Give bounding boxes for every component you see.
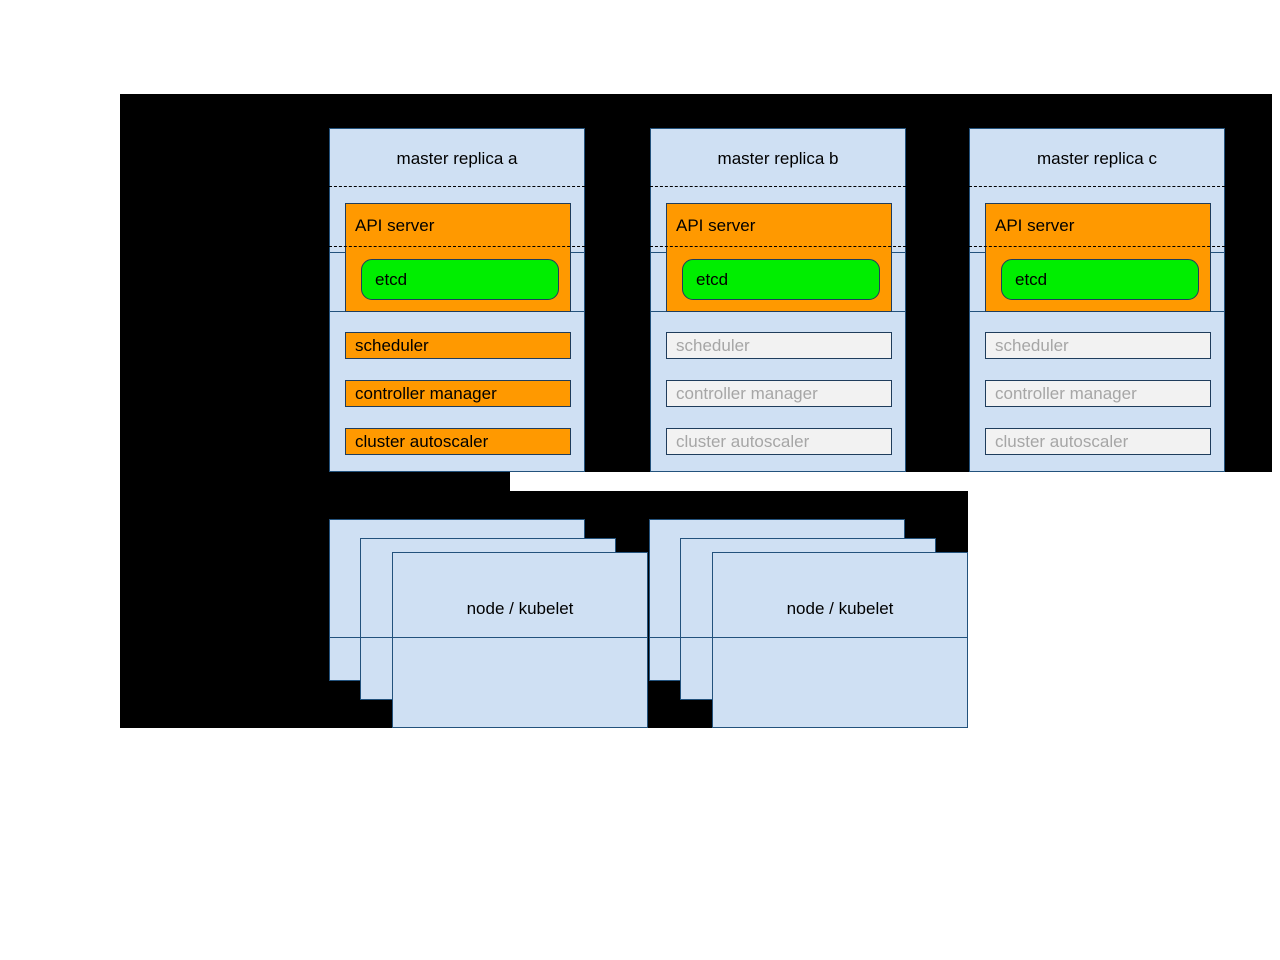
master-replica-a-divider-top [329, 186, 585, 187]
backdrop-plate-midleft [120, 472, 510, 491]
controller-manager-box-a[interactable]: controller manager [345, 380, 571, 407]
etcd-box-c[interactable]: etcd [1001, 259, 1199, 300]
node-stack-right-front[interactable]: node / kubelet [712, 552, 968, 728]
etcd-box-a[interactable]: etcd [361, 259, 559, 300]
master-replica-b-title: master replica b [717, 149, 839, 168]
controller-manager-box-c[interactable]: controller manager [985, 380, 1211, 407]
cluster-autoscaler-box-a[interactable]: cluster autoscaler [345, 428, 571, 455]
node-stack-left-label: node / kubelet [466, 599, 574, 618]
node-stack-right-rule [649, 637, 968, 638]
master-replica-b-divider-mid [650, 246, 906, 247]
master-replica-b-divider-top [650, 186, 906, 187]
cluster-autoscaler-box-c[interactable]: cluster autoscaler [985, 428, 1211, 455]
master-replica-c[interactable]: master replica c API server etcd schedul… [969, 128, 1225, 472]
controller-manager-box-b[interactable]: controller manager [666, 380, 892, 407]
api-server-label-b: API server [676, 216, 756, 235]
node-stack-right-label: node / kubelet [786, 599, 894, 618]
node-stack-left-front[interactable]: node / kubelet [392, 552, 648, 728]
scheduler-box-a[interactable]: scheduler [345, 332, 571, 359]
master-replica-a[interactable]: master replica a API server etcd schedul… [329, 128, 585, 472]
api-server-label-a: API server [355, 216, 435, 235]
node-stack-left-rule [329, 637, 648, 638]
master-replica-c-divider-top [969, 186, 1225, 187]
cluster-autoscaler-box-b[interactable]: cluster autoscaler [666, 428, 892, 455]
master-replica-b[interactable]: master replica b API server etcd schedul… [650, 128, 906, 472]
master-replica-c-divider-mid [969, 246, 1225, 247]
etcd-box-b[interactable]: etcd [682, 259, 880, 300]
master-replica-a-divider-mid [329, 246, 585, 247]
master-replica-a-title: master replica a [396, 149, 518, 168]
api-server-label-c: API server [995, 216, 1075, 235]
scheduler-box-b[interactable]: scheduler [666, 332, 892, 359]
master-replica-c-title: master replica c [1037, 149, 1157, 168]
scheduler-box-c[interactable]: scheduler [985, 332, 1211, 359]
